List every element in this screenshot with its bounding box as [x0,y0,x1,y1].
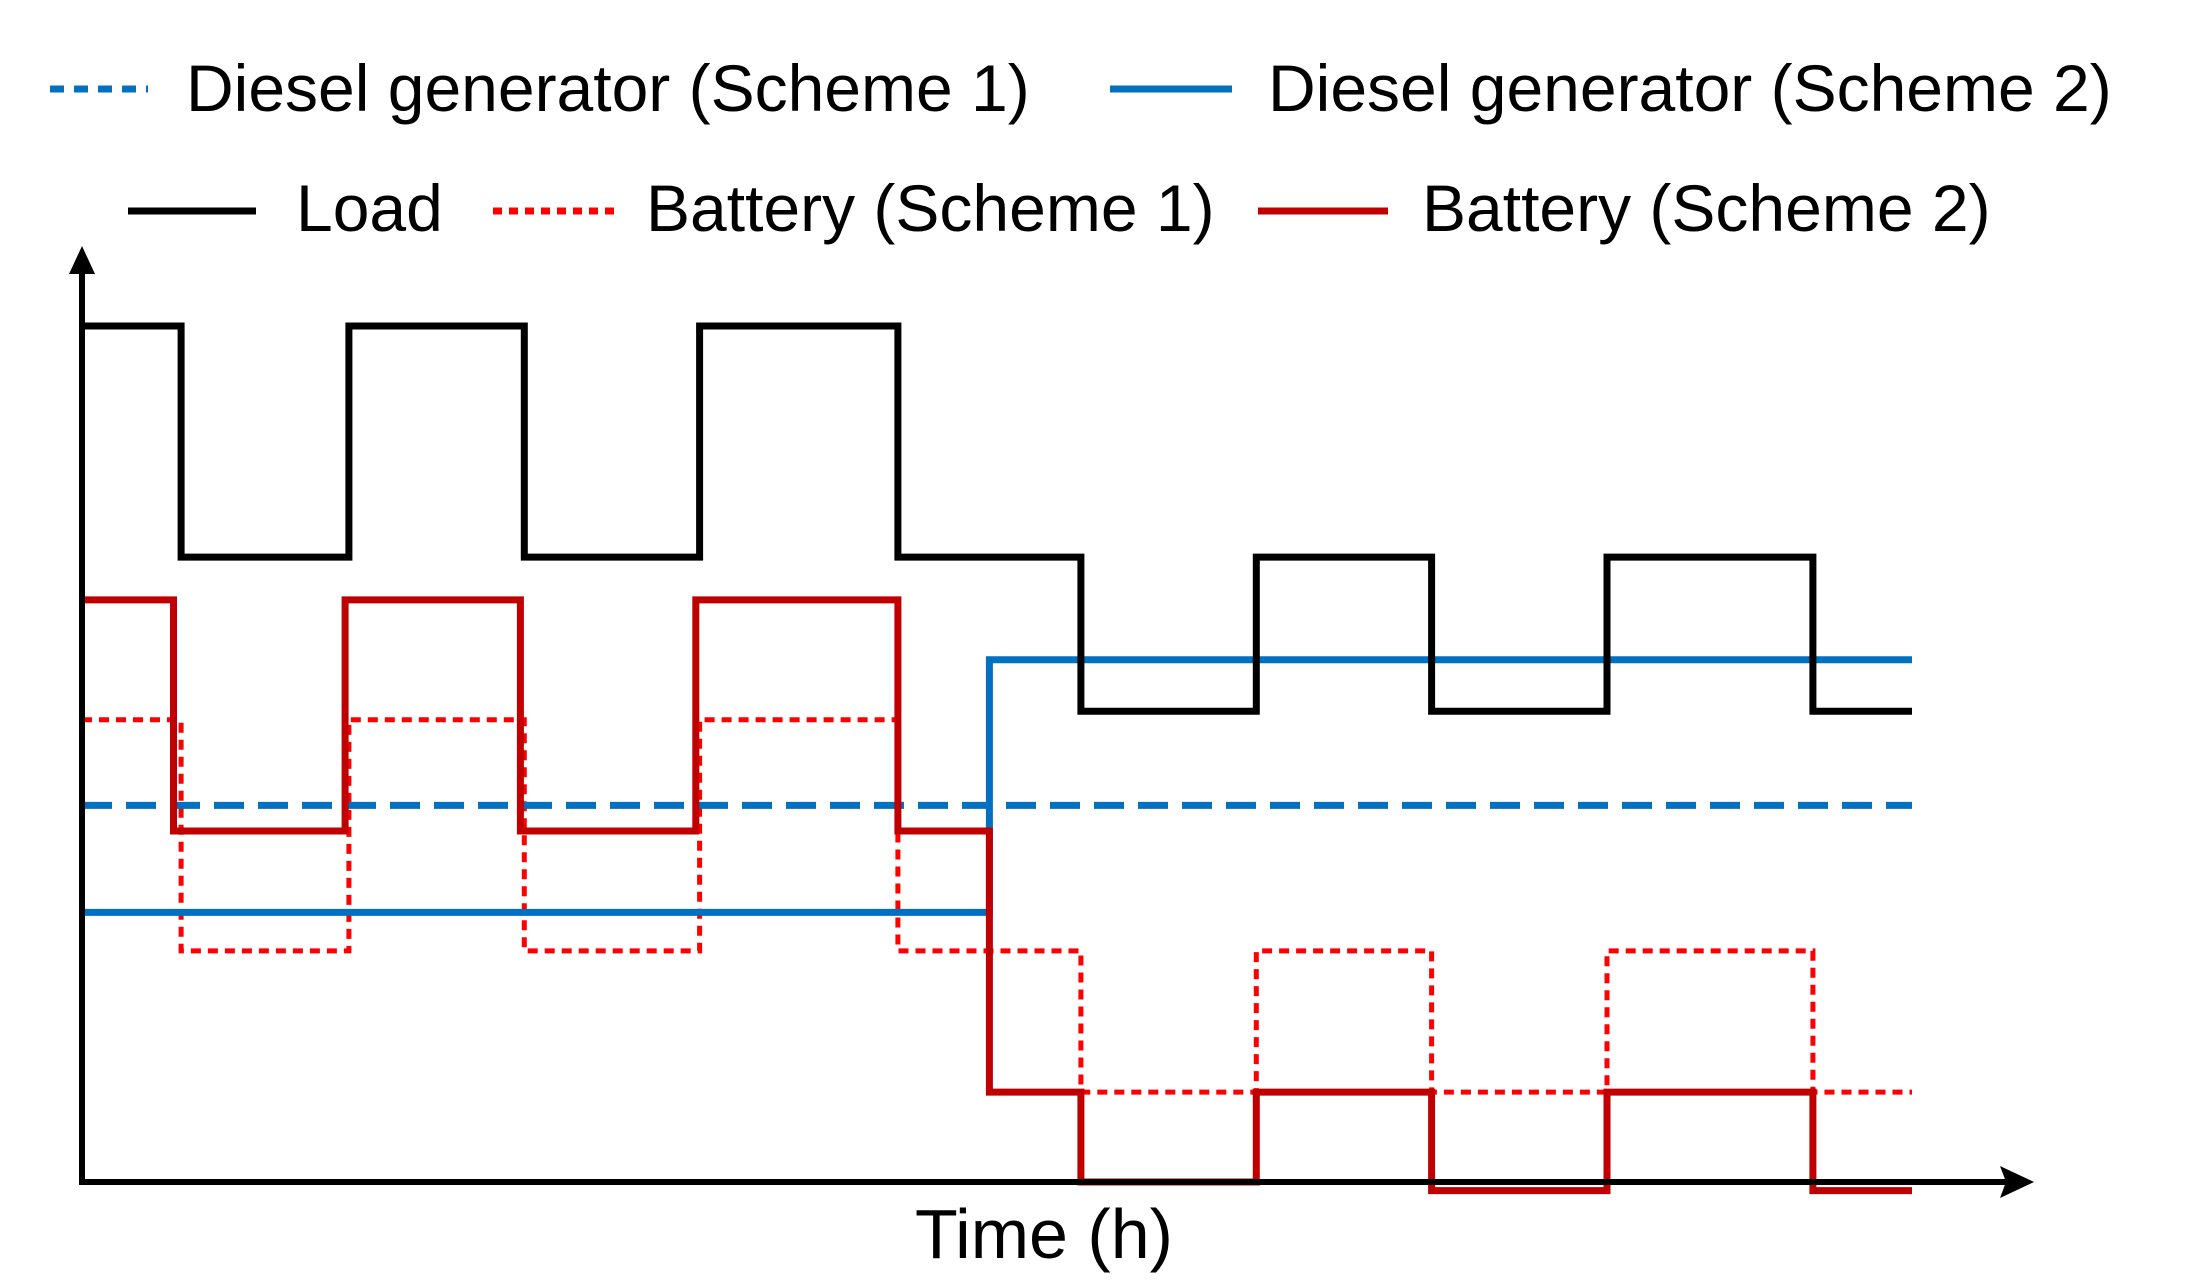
x-axis [79,1166,2034,1198]
series-line-load [82,322,1912,715]
series-line-bat2 [82,596,1912,1195]
y-axis [69,246,95,1182]
legend-label-dg2: Diesel generator (Scheme 2) [1268,51,2112,125]
x-axis-label: Time (h) [915,1195,1173,1273]
y-axis-arrow-icon [69,246,95,274]
x-axis-arrow-icon [2000,1166,2034,1198]
legend-label-bat2: Battery (Scheme 2) [1422,171,1991,245]
legend-label-dg1: Diesel generator (Scheme 1) [186,51,1030,125]
series-group [82,322,1912,1195]
legend-label-bat1: Battery (Scheme 1) [646,171,1215,245]
legend-label-load: Load [296,171,443,245]
series-line-dg2 [82,656,1912,916]
series-line-bat1 [82,717,1912,1095]
